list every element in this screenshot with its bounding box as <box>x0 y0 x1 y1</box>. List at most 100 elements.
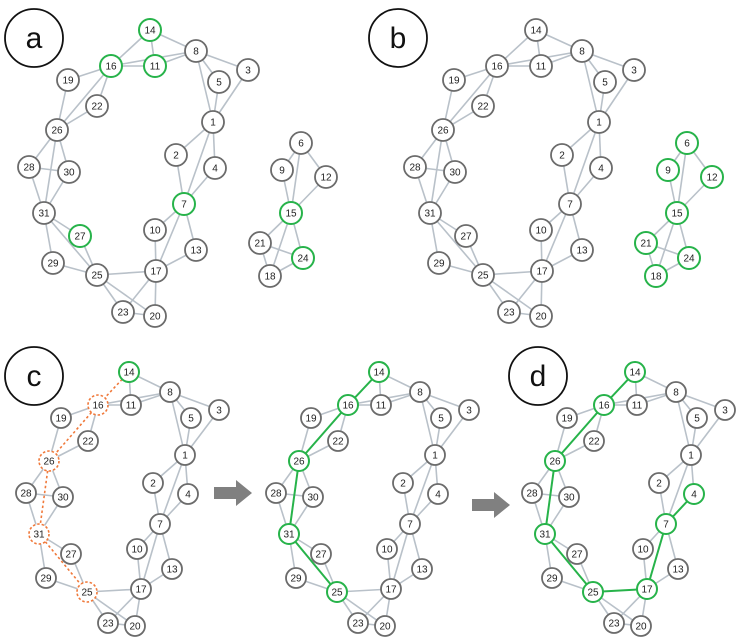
node-24: 24 <box>291 246 315 270</box>
node-label: 17 <box>135 585 147 596</box>
node-circle <box>380 578 402 600</box>
node-20: 20 <box>374 615 396 637</box>
node-label: 22 <box>91 102 103 113</box>
node-label: 23 <box>102 619 114 630</box>
node-circle <box>17 155 41 179</box>
arrow-middle-to-d <box>472 492 510 518</box>
node-4: 4 <box>683 483 705 505</box>
node-21: 21 <box>634 231 658 255</box>
node-label: 29 <box>546 574 558 585</box>
node-circle <box>50 407 72 429</box>
highlight-edge-31-25 <box>544 533 594 593</box>
panel-label-c: c <box>4 346 64 406</box>
node-label: 5 <box>216 78 222 89</box>
node-circle <box>665 381 687 403</box>
node-circle <box>624 361 646 383</box>
node-circle <box>582 581 604 603</box>
node-circle <box>370 394 392 416</box>
node-18: 18 <box>258 264 282 288</box>
node-29: 29 <box>541 567 563 589</box>
node-10: 10 <box>143 218 167 242</box>
node-7: 7 <box>558 192 582 216</box>
highlight-edge-17-7 <box>646 523 667 590</box>
node-label: 14 <box>530 26 542 37</box>
node-19: 19 <box>442 68 466 92</box>
node-circle <box>35 567 57 589</box>
node-20: 20 <box>529 304 553 328</box>
node-circle <box>593 70 617 94</box>
node-circle <box>534 523 556 545</box>
node-28: 28 <box>17 155 41 179</box>
node-label: 22 <box>477 102 489 113</box>
node-circle <box>683 483 705 505</box>
node-26: 26 <box>45 118 69 142</box>
node-label: 27 <box>571 550 583 561</box>
node-circle <box>236 58 260 82</box>
node-19: 19 <box>300 407 322 429</box>
node-17: 17 <box>530 259 554 283</box>
edge-26-31 <box>429 129 444 214</box>
node-label: 31 <box>424 209 436 220</box>
node-30: 30 <box>443 160 467 184</box>
node-label: 8 <box>167 388 173 399</box>
node-11: 11 <box>626 394 648 416</box>
node-14: 14 <box>368 361 390 383</box>
node-label: 23 <box>608 619 620 630</box>
node-circle <box>427 251 451 275</box>
edge-7-1 <box>665 454 692 525</box>
node-label: 17 <box>385 585 397 596</box>
node-label: 25 <box>331 588 343 599</box>
node-label: 24 <box>683 254 695 265</box>
node-29: 29 <box>35 567 57 589</box>
node-label: 20 <box>535 312 547 323</box>
node-label: 19 <box>561 414 573 425</box>
node-label: 2 <box>400 479 406 490</box>
node-circle <box>184 238 208 262</box>
node-label: 28 <box>526 489 538 500</box>
node-10: 10 <box>376 538 398 560</box>
node-17: 17 <box>130 578 152 600</box>
node-31: 31 <box>278 523 300 545</box>
node-circle <box>314 165 338 189</box>
node-14: 14 <box>138 18 162 42</box>
node-label: 17 <box>150 267 162 278</box>
node-label: 14 <box>373 368 385 379</box>
node-31: 31 <box>28 523 50 545</box>
node-label: 23 <box>352 619 364 630</box>
node-26: 26 <box>431 118 455 142</box>
node-12: 12 <box>700 165 724 189</box>
node-label: 30 <box>563 493 575 504</box>
node-label: 20 <box>635 622 647 633</box>
node-2: 2 <box>142 472 164 494</box>
node-circle <box>279 201 303 225</box>
node-circle <box>471 263 495 287</box>
node-16: 16 <box>337 394 359 416</box>
node-18: 18 <box>644 264 668 288</box>
node-circle <box>85 263 109 287</box>
node-circle <box>570 39 594 63</box>
node-label: 13 <box>166 565 178 576</box>
node-label: 16 <box>491 62 503 73</box>
node-label: 1 <box>432 451 438 462</box>
node-22: 22 <box>77 430 99 452</box>
node-circle <box>144 259 168 283</box>
node-3: 3 <box>714 399 736 421</box>
node-10: 10 <box>126 538 148 560</box>
node-circle <box>558 486 580 508</box>
node-4: 4 <box>427 483 449 505</box>
node-circle <box>143 218 167 242</box>
node-circle <box>424 444 446 466</box>
node-label: 19 <box>448 76 460 87</box>
node-label: 29 <box>290 574 302 585</box>
node-circle <box>418 201 442 225</box>
node-10: 10 <box>632 538 654 560</box>
edge-17-7 <box>140 523 161 590</box>
node-27: 27 <box>566 543 588 565</box>
highlight-edge-26-31 <box>288 460 300 535</box>
edge-17-7 <box>155 203 185 272</box>
node-13: 13 <box>667 558 689 580</box>
node-label: 19 <box>55 414 67 425</box>
node-label: 3 <box>245 66 251 77</box>
node-circle <box>76 581 98 603</box>
